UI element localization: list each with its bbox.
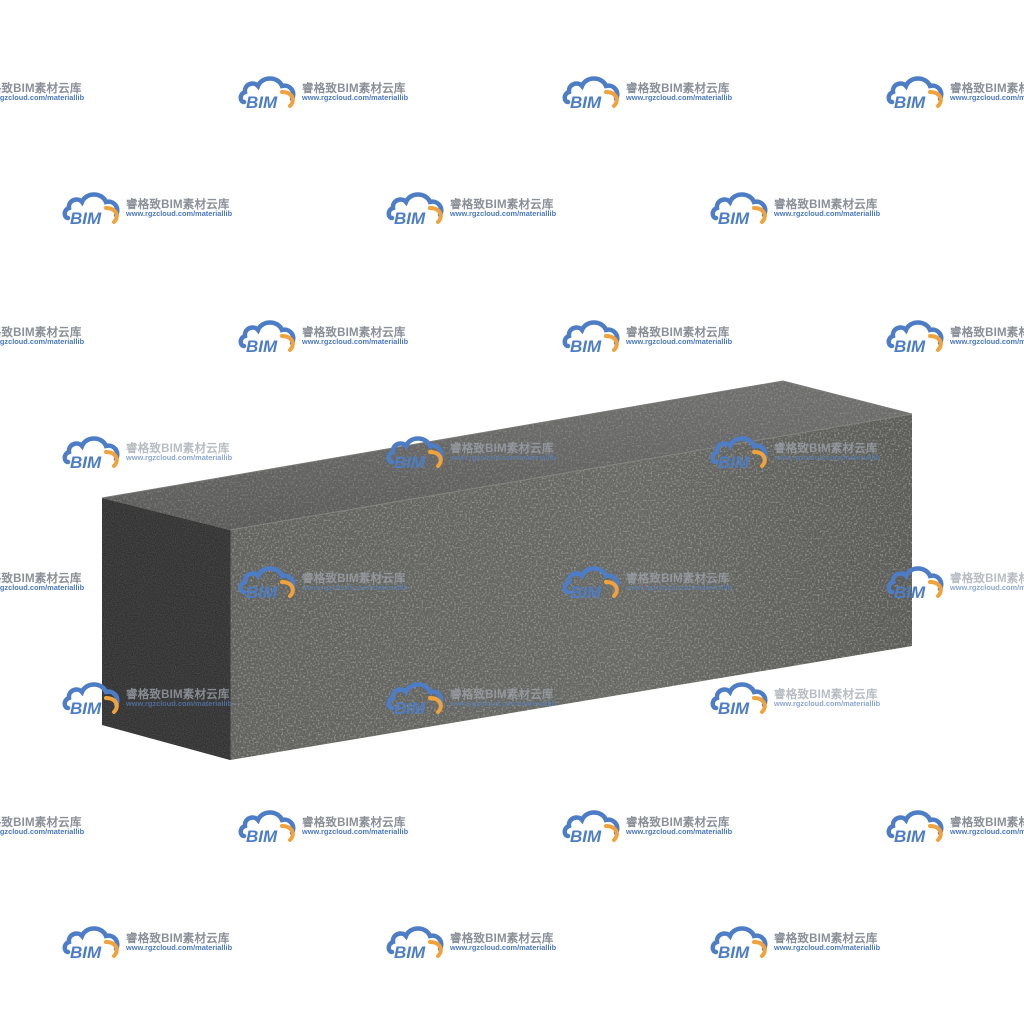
block-end-face xyxy=(102,498,230,760)
block-top-face xyxy=(102,381,912,530)
block-edges xyxy=(101,380,913,760)
